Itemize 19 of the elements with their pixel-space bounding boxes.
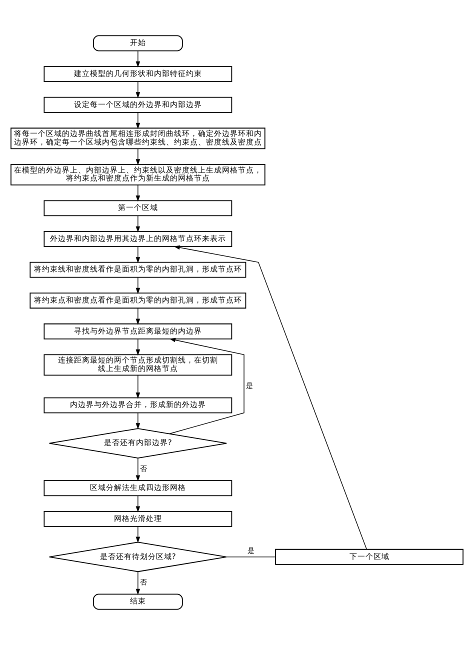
arrow: [136, 184, 140, 202]
arrow: [136, 571, 140, 596]
arrow: [136, 338, 140, 356]
arrow: [136, 50, 140, 68]
arrow: [136, 246, 140, 264]
arrow: [136, 412, 140, 430]
arrow: [136, 216, 140, 232]
arrow: [169, 338, 244, 434]
arrow: [136, 277, 140, 294]
arrow: [136, 526, 140, 543]
arrow: [136, 496, 140, 512]
connector: [226, 556, 276, 558]
arrow: [136, 308, 140, 325]
arrow: [136, 458, 140, 482]
arrow: [136, 374, 140, 399]
arrow: [136, 148, 140, 166]
arrow: [136, 82, 140, 98]
arrow: [174, 245, 367, 550]
arrow: [136, 112, 140, 130]
